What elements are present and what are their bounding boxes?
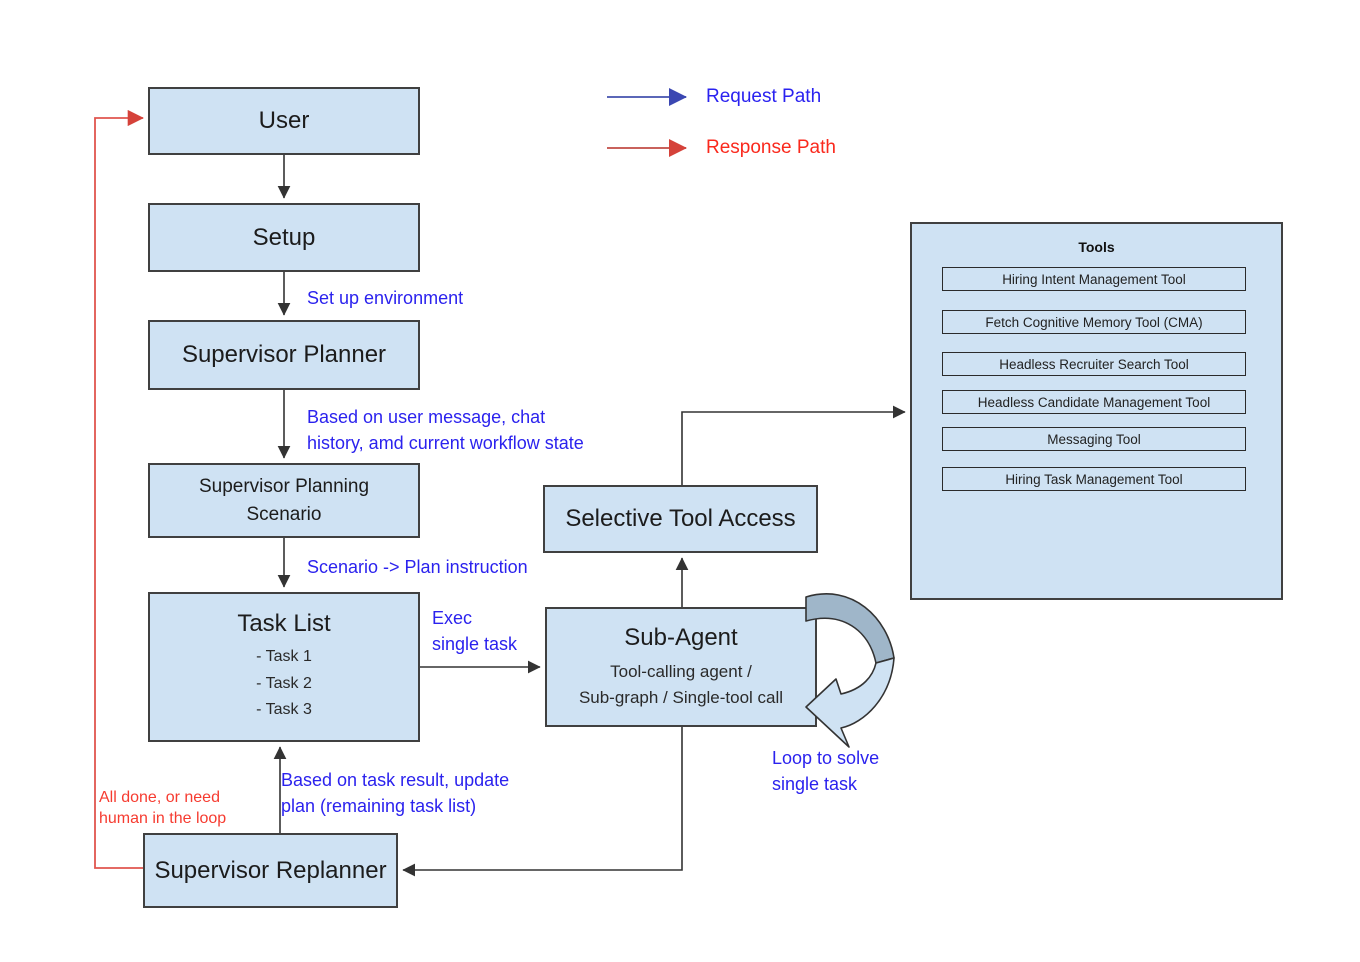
tool-item-fetch-cognitive-memory: Fetch Cognitive Memory Tool (CMA) [942, 310, 1246, 334]
node-supervisor-planning-scenario: Supervisor Planning Scenario [148, 463, 420, 538]
annotation-loop-to-solve: Loop to solve single task [772, 748, 880, 794]
tools-panel: Tools Hiring Intent Management Tool Fetc… [910, 222, 1283, 600]
arrow-selective-tool-access-to-tools [681, 405, 906, 485]
node-user: User [148, 87, 420, 155]
loop-icon [805, 593, 895, 748]
tool-item-headless-recruiter-search: Headless Recruiter Search Tool [942, 352, 1246, 376]
annotation-scenario-plan-instruction: Scenario -> Plan instruction [307, 557, 528, 577]
annotation-based-on-task-result: Based on task result, update plan (remai… [281, 770, 510, 816]
node-supervisor-replanner: Supervisor Replanner [143, 833, 398, 908]
task-list-item: - Task 2 [256, 674, 312, 692]
node-supervisor-planner: Supervisor Planner [148, 320, 420, 390]
tool-item-hiring-task-management: Hiring Task Management Tool [942, 467, 1246, 491]
task-list-title: Task List [237, 610, 331, 638]
node-setup-label: Setup [252, 223, 316, 251]
task-list-item: - Task 3 [256, 701, 312, 719]
node-setup: Setup [148, 203, 420, 272]
node-task-list: Task List - Task 1 - Task 2 - Task 3 [148, 592, 420, 742]
node-user-label: User [258, 107, 310, 134]
tool-item-messaging: Messaging Tool [942, 427, 1246, 451]
tool-item-hiring-intent-management: Hiring Intent Management Tool [942, 267, 1246, 291]
node-supervisor-planner-label: Supervisor Planner [181, 341, 387, 368]
node-sub-agent: Sub-Agent Tool-calling agent / Sub-graph… [545, 607, 817, 727]
annotation-exec-single-task: Exec single task [432, 608, 518, 654]
annotation-all-done-human-in-loop: All done, or need human in the loop [99, 789, 227, 827]
annotation-based-on-user-message: Based on user message, chat history, amd… [307, 407, 584, 453]
tools-panel-title: Tools [1078, 239, 1115, 255]
node-selective-tool-access: Selective Tool Access [543, 485, 818, 553]
node-supervisor-replanner-label: Supervisor Replanner [154, 856, 387, 884]
sub-agent-subtitle: Tool-calling agent / Sub-graph / Single-… [578, 662, 784, 707]
legend-response-path-label: Response Path [706, 137, 836, 158]
legend-request-path-label: Request Path [706, 86, 822, 107]
node-supervisor-planning-scenario-label: Supervisor Planning Scenario [198, 475, 370, 525]
annotation-set-up-environment: Set up environment [307, 288, 464, 308]
tool-item-headless-candidate-management: Headless Candidate Management Tool [942, 390, 1246, 414]
node-selective-tool-access-label: Selective Tool Access [565, 505, 796, 532]
arrow-replanner-to-user-response [94, 109, 144, 869]
sub-agent-title: Sub-Agent [624, 624, 738, 651]
task-list-item: - Task 1 [256, 648, 312, 666]
